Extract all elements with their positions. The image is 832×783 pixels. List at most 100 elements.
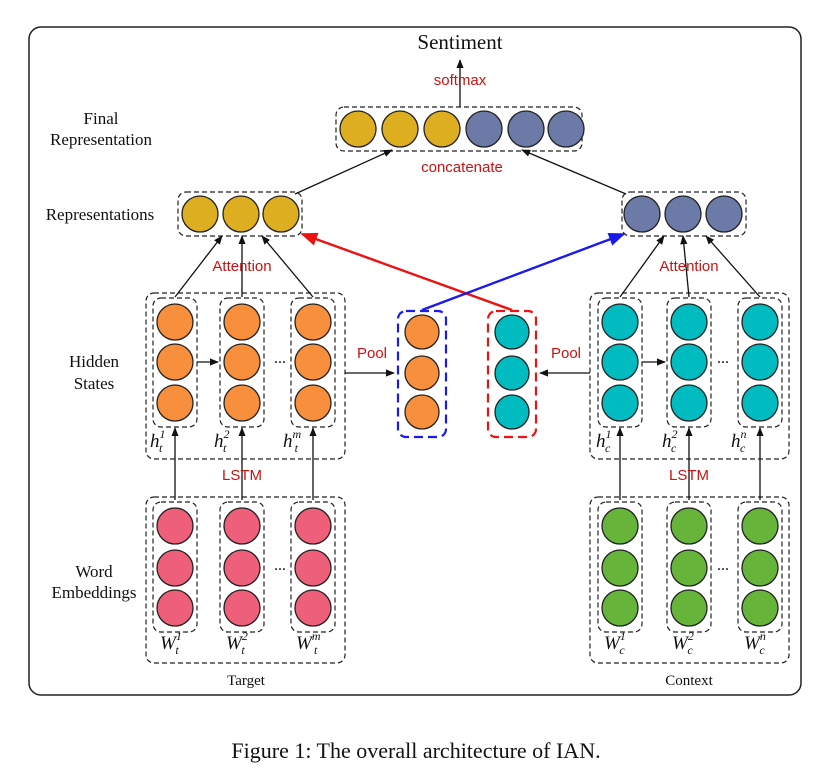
target-hidden-node <box>156 303 194 341</box>
context-representation-node <box>664 195 702 233</box>
target-hidden-node <box>223 384 261 422</box>
target-embedding-node <box>223 507 261 545</box>
target-hidden-node <box>294 303 332 341</box>
diagram-frame <box>28 26 802 696</box>
target-embedding-node <box>223 589 261 627</box>
context-hidden-node <box>741 303 779 341</box>
target-representation-node <box>222 195 260 233</box>
context-hidden-node <box>670 303 708 341</box>
context-embedding-node <box>741 507 779 545</box>
interactive-attention-arrow-red <box>300 232 513 312</box>
target-embedding-column-box <box>290 501 336 633</box>
context-attention-arrow <box>705 235 761 298</box>
context-embedding-node <box>670 507 708 545</box>
final-representation-node <box>423 110 461 148</box>
context-hidden-node <box>601 343 639 381</box>
context-attention-arrow <box>680 235 690 298</box>
context-embedding-node <box>601 589 639 627</box>
target-hidden-node <box>156 343 194 381</box>
target-embedding-node <box>156 507 194 545</box>
final-representation-node <box>507 110 545 148</box>
context-hidden-column-box <box>737 297 783 428</box>
target-embedding-node <box>294 589 332 627</box>
dashed-group-boxes <box>145 106 790 664</box>
target-pool-node <box>404 394 440 430</box>
target-hidden-node <box>223 303 261 341</box>
context-representation-node <box>623 195 661 233</box>
ellipsis-target-hidden: ... <box>274 350 286 367</box>
target-embedding-node <box>223 549 261 587</box>
lstm-label-context: LSTM <box>669 467 709 484</box>
target-embedding-node <box>294 549 332 587</box>
context-hidden-node <box>670 343 708 381</box>
ellipsis-target-embedding: ... <box>274 557 286 574</box>
softmax-label: softmax <box>434 72 487 89</box>
target-pool-node <box>404 355 440 391</box>
target-embedding-node <box>294 507 332 545</box>
target-embedding-column-box <box>152 501 198 633</box>
target-representation-node <box>181 195 219 233</box>
context-hidden-node <box>741 384 779 422</box>
target-label: Target <box>227 673 266 689</box>
context-hidden-node <box>670 384 708 422</box>
ellipsis-context-embedding: ... <box>717 557 729 574</box>
final-representation-label-line1: Final <box>84 109 119 128</box>
context-attention-arrow <box>619 235 665 298</box>
context-hidden-node <box>601 303 639 341</box>
context-pool-box <box>486 309 538 439</box>
target-hidden-node <box>223 343 261 381</box>
target-hidden-node <box>294 384 332 422</box>
neuron-nodes <box>156 110 779 627</box>
target-embedding-group-box <box>145 496 346 664</box>
final-representation-node <box>547 110 585 148</box>
representations-label: Representations <box>46 205 155 224</box>
target-hidden-node <box>156 384 194 422</box>
ellipsis-context-hidden: ... <box>717 350 729 367</box>
concat-arrow-target <box>294 149 393 195</box>
context-representation-node <box>705 195 743 233</box>
concat-arrow-context <box>521 149 627 195</box>
target-attention-arrow <box>261 235 314 298</box>
word-embeddings-label-line1: Word <box>75 562 113 581</box>
target-embedding-column-box <box>219 501 265 633</box>
context-pool-node <box>494 394 530 430</box>
pool-label-context: Pool <box>551 345 581 362</box>
context-hidden-node <box>741 343 779 381</box>
connection-arrows <box>171 59 764 500</box>
context-embedding-column-box <box>666 501 712 633</box>
interactive-attention-arrow-blue <box>421 232 626 312</box>
context-embedding-node <box>670 589 708 627</box>
target-hidden-column-box <box>290 297 336 428</box>
pool-label-target: Pool <box>357 345 387 362</box>
final-representation-node <box>465 110 503 148</box>
target-attention-arrow <box>174 235 223 298</box>
context-hidden-node <box>601 384 639 422</box>
context-label: Context <box>665 673 713 689</box>
context-embedding-node <box>741 549 779 587</box>
context-embedding-node <box>670 549 708 587</box>
concatenate-label: concatenate <box>421 159 503 176</box>
final-representation-node <box>339 110 377 148</box>
context-embedding-column-box <box>737 501 783 633</box>
context-hidden-column-box <box>666 297 712 428</box>
lstm-label-target: LSTM <box>222 467 262 484</box>
target-embedding-node <box>156 589 194 627</box>
target-pool-box <box>396 309 448 439</box>
sentiment-label: Sentiment <box>417 30 502 54</box>
context-embedding-node <box>741 589 779 627</box>
target-hidden-column-box <box>219 297 265 428</box>
target-hidden-node <box>294 343 332 381</box>
word-embeddings-label-line2: Embeddings <box>52 583 137 602</box>
attention-label-context: Attention <box>659 258 718 275</box>
context-embedding-node <box>601 549 639 587</box>
